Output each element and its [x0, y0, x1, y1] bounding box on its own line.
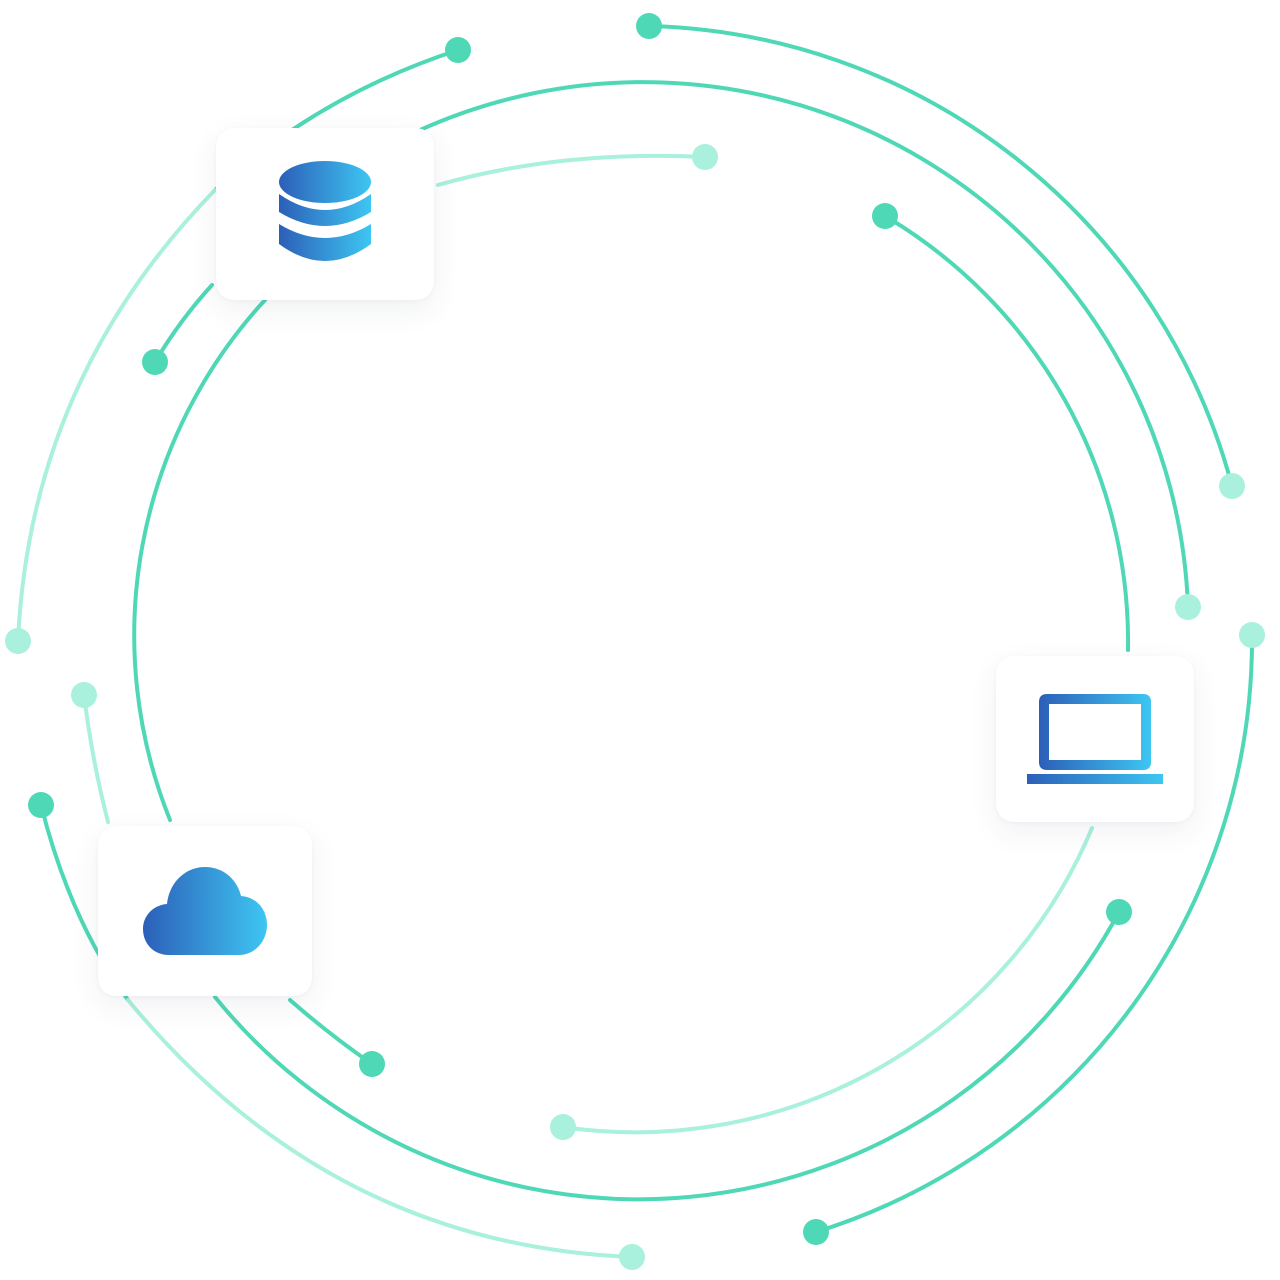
cloud-card	[98, 826, 312, 996]
connector-dot	[636, 13, 662, 39]
outer-arc	[647, 24, 1234, 488]
connector-dot	[550, 1114, 576, 1140]
inner-circle-arc	[288, 998, 374, 1066]
connector-dot	[1175, 594, 1201, 620]
inner-circle-arc	[883, 214, 1131, 652]
connector-dot	[872, 203, 898, 229]
connector-dot	[1106, 899, 1132, 925]
connector-dot	[692, 144, 718, 170]
ring-arc	[418, 80, 1190, 609]
connector-dot	[28, 792, 54, 818]
ring-arc	[213, 910, 1121, 1202]
ring-arc	[153, 283, 214, 364]
connector-dot	[1219, 473, 1245, 499]
outer-arc	[814, 633, 1255, 1234]
laptop-card	[996, 656, 1194, 822]
connector-dot	[1239, 622, 1265, 648]
connector-dot	[445, 37, 471, 63]
connector-dot	[5, 628, 31, 654]
connector-dot	[803, 1219, 829, 1245]
database-card	[216, 128, 434, 300]
connector-dot	[142, 349, 168, 375]
database-icon	[279, 161, 371, 261]
cloud-icon	[143, 867, 267, 955]
outer-arc	[126, 998, 634, 1259]
inner-circle-arc	[436, 153, 707, 187]
connector-dot	[71, 682, 97, 708]
inner-circle-arc	[561, 826, 1094, 1135]
outer-arc	[16, 188, 217, 643]
connector-dot	[359, 1051, 385, 1077]
laptop-icon	[1027, 694, 1163, 784]
inner-circle-arc	[132, 298, 267, 822]
outer-arc	[82, 693, 110, 824]
connector-dot	[619, 1244, 645, 1270]
